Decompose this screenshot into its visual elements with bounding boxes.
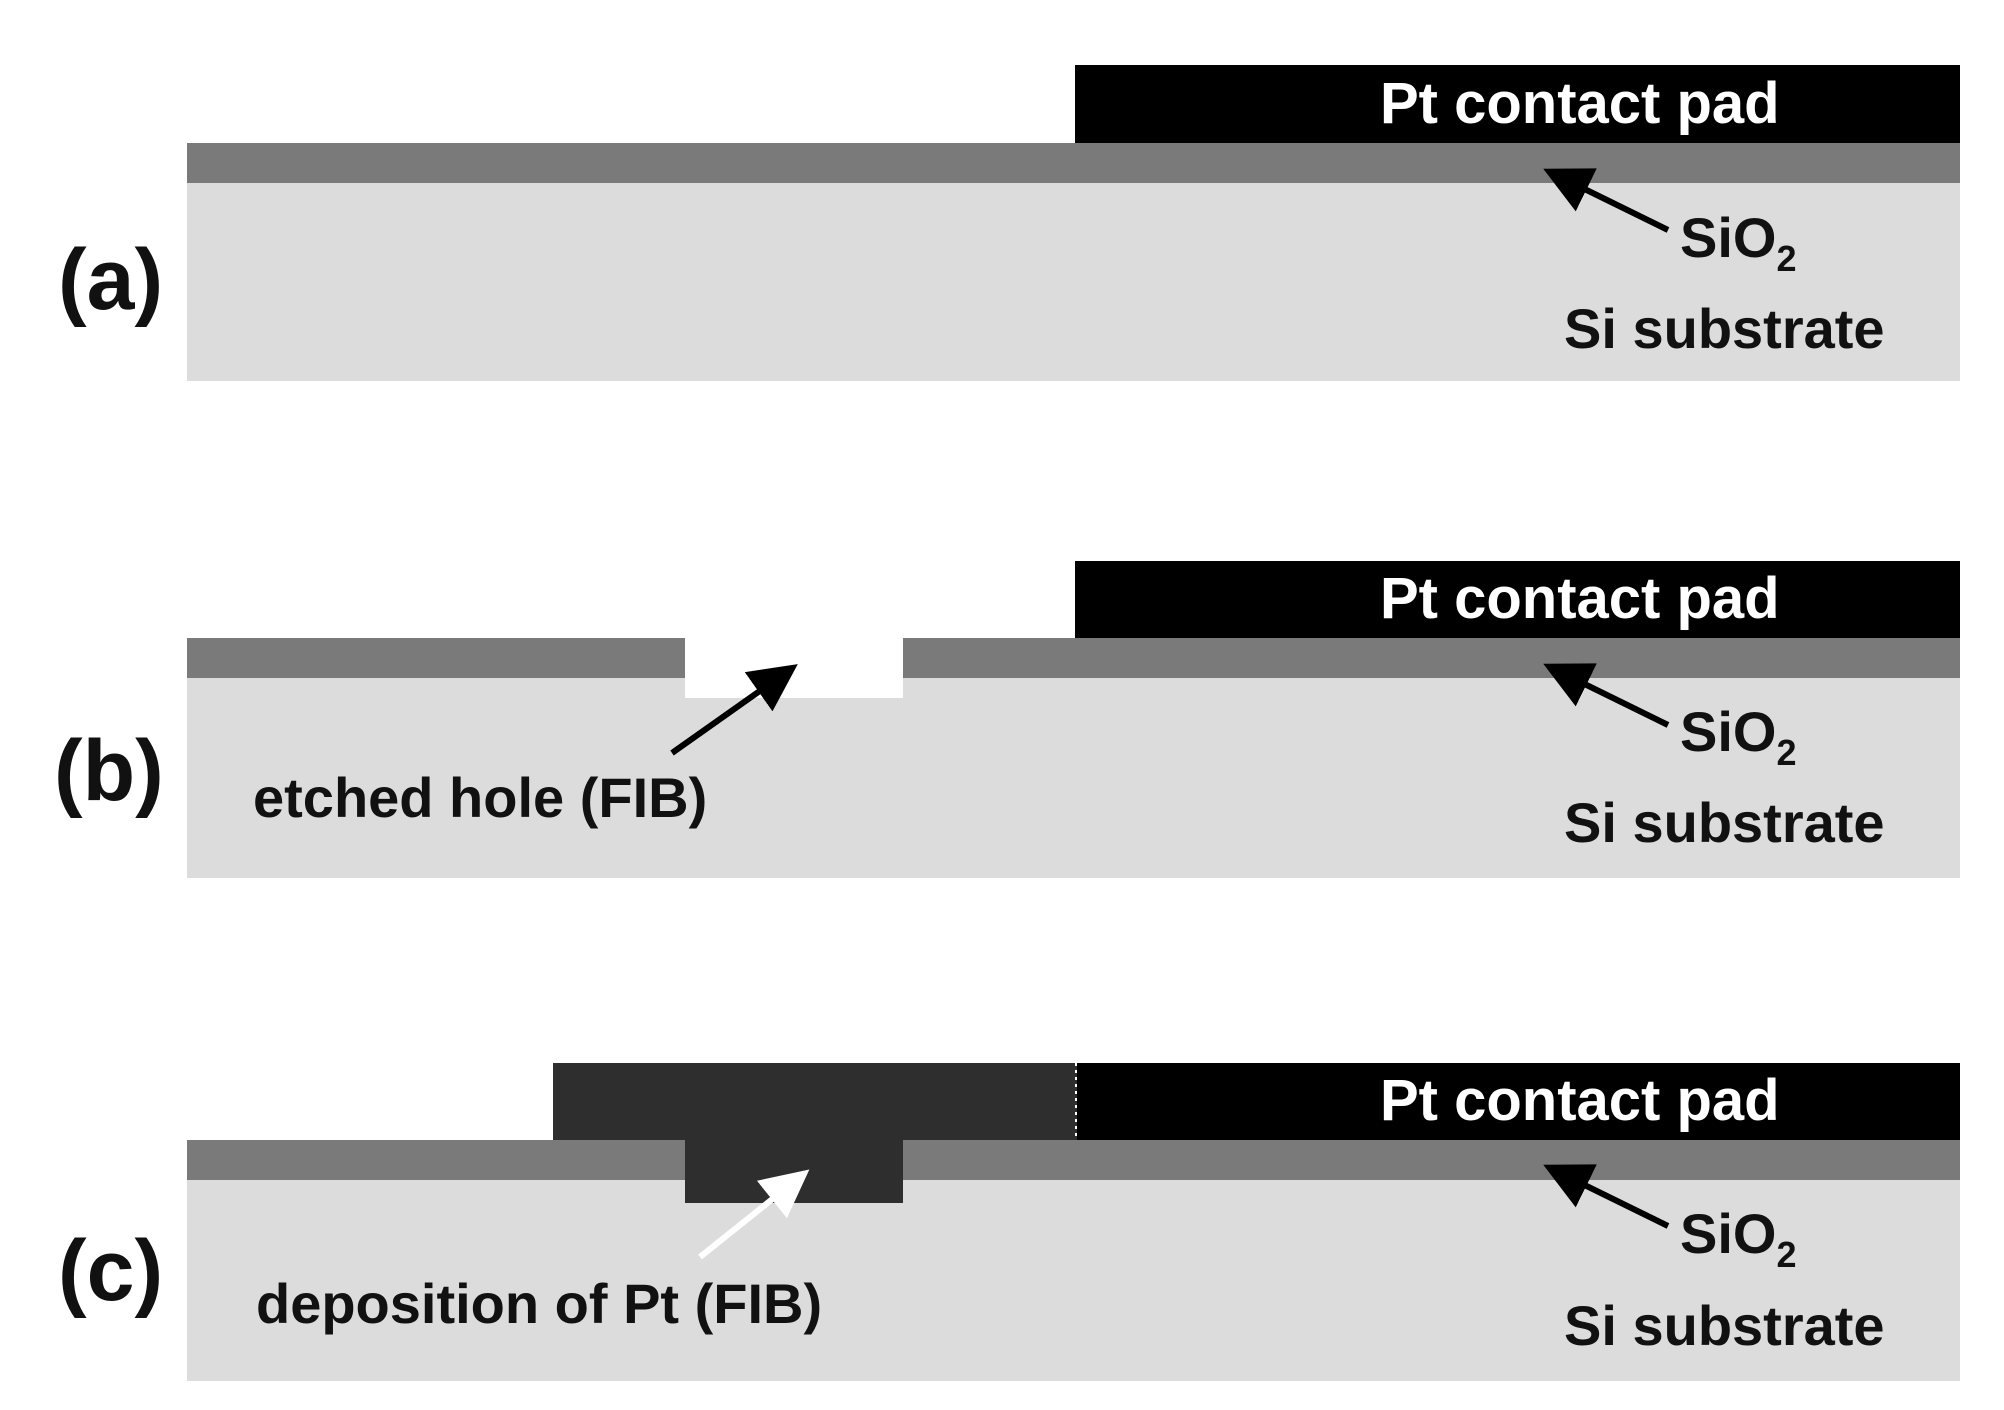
deposition-pointer-arrow-c bbox=[698, 1169, 810, 1260]
deposition-label-c: deposition of Pt (FIB) bbox=[256, 1272, 822, 1335]
pt-contact-pad-a bbox=[1075, 65, 1960, 143]
sio2-label-a: SiO2 bbox=[1680, 206, 1797, 279]
deposited-pt-c bbox=[553, 1063, 1077, 1203]
pad-label-a: Pt contact pad bbox=[1380, 71, 1780, 136]
sio2-layer-a bbox=[187, 143, 1960, 183]
panel-letter-c: (c) bbox=[58, 1223, 163, 1319]
sio2-pointer-arrow-c bbox=[1543, 1164, 1670, 1229]
si-substrate-c bbox=[187, 1178, 1960, 1381]
sio2-pointer-arrow-b bbox=[1543, 663, 1670, 728]
pt-contact-pad-b bbox=[1075, 561, 1960, 638]
sio2-pointer-arrow-a bbox=[1543, 168, 1670, 233]
etched-hole-b bbox=[685, 636, 903, 698]
panel-c: Pt contact pad SiO2 Si substrate deposit… bbox=[58, 1063, 1960, 1381]
sio2-layer-left-b bbox=[187, 638, 685, 678]
sio2-label-c: SiO2 bbox=[1680, 1202, 1797, 1275]
si-substrate-b bbox=[187, 675, 1960, 878]
substrate-label-b: Si substrate bbox=[1564, 791, 1885, 854]
substrate-label-a: Si substrate bbox=[1564, 297, 1885, 360]
pad-label-b: Pt contact pad bbox=[1380, 566, 1780, 631]
panel-letter-b: (b) bbox=[54, 723, 164, 819]
pad-label-c: Pt contact pad bbox=[1380, 1068, 1780, 1133]
sio2-layer-c bbox=[187, 1140, 1960, 1180]
sio2-layer-right-b bbox=[903, 638, 1960, 678]
pt-contact-pad-c bbox=[1077, 1063, 1960, 1140]
etched-hole-label-b: etched hole (FIB) bbox=[253, 766, 707, 829]
hole-pointer-arrow-b bbox=[670, 664, 798, 756]
panel-b: Pt contact pad SiO2 Si substrate etched … bbox=[54, 561, 1960, 878]
substrate-label-c: Si substrate bbox=[1564, 1294, 1885, 1357]
panel-letter-a: (a) bbox=[58, 232, 163, 328]
si-substrate-a bbox=[187, 181, 1960, 381]
sio2-label-b: SiO2 bbox=[1680, 700, 1797, 773]
panel-a: Pt contact pad SiO2 Si substrate (a) bbox=[58, 65, 1960, 381]
